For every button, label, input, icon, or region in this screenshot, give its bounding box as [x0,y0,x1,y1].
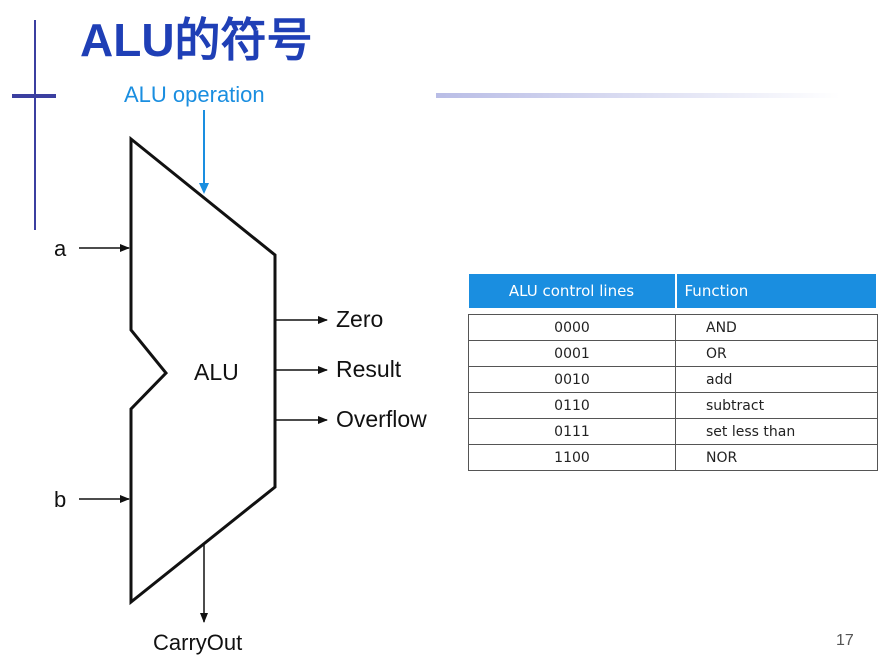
table-row: 1100 NOR [468,444,878,471]
alu-operation-arrowhead [199,183,209,194]
slide-title: ALU的符号 [80,14,313,66]
decorative-vertical-line [34,20,36,230]
overflow-output-label: Overflow [336,406,427,432]
function-cell: AND [675,314,878,341]
result-output-label: Result [336,356,402,382]
table-row: 0000 AND [468,314,878,341]
carryout-label: CarryOut [153,630,242,655]
input-a-label: a [54,236,67,261]
input-b-label: b [54,487,66,512]
header-function: Function [675,274,878,308]
alu-block-label: ALU [194,359,239,385]
control-lines-cell: 0000 [468,314,676,341]
table-row: 0110 subtract [468,392,878,419]
function-cell: OR [675,340,878,367]
function-cell: set less than [675,418,878,445]
header-control-lines: ALU control lines [468,274,677,308]
control-lines-cell: 0010 [468,366,676,393]
control-lines-cell: 0110 [468,392,676,419]
table-row: 0010 add [468,366,878,393]
title-underline-bar [436,93,840,98]
zero-output-label: Zero [336,306,383,332]
alu-control-table: ALU control lines Function 0000 AND 0001… [468,274,878,471]
page-number: 17 [836,632,854,649]
table-row: 0001 OR [468,340,878,367]
table-row: 0111 set less than [468,418,878,445]
decorative-horizontal-line [12,94,56,98]
control-lines-cell: 0001 [468,340,676,367]
control-lines-cell: 1100 [468,444,676,471]
function-cell: subtract [675,392,878,419]
alu-operation-label: ALU operation [124,82,265,107]
control-lines-cell: 0111 [468,418,676,445]
table-header-row: ALU control lines Function [468,274,878,308]
function-cell: NOR [675,444,878,471]
function-cell: add [675,366,878,393]
alu-body-shape [129,135,277,606]
